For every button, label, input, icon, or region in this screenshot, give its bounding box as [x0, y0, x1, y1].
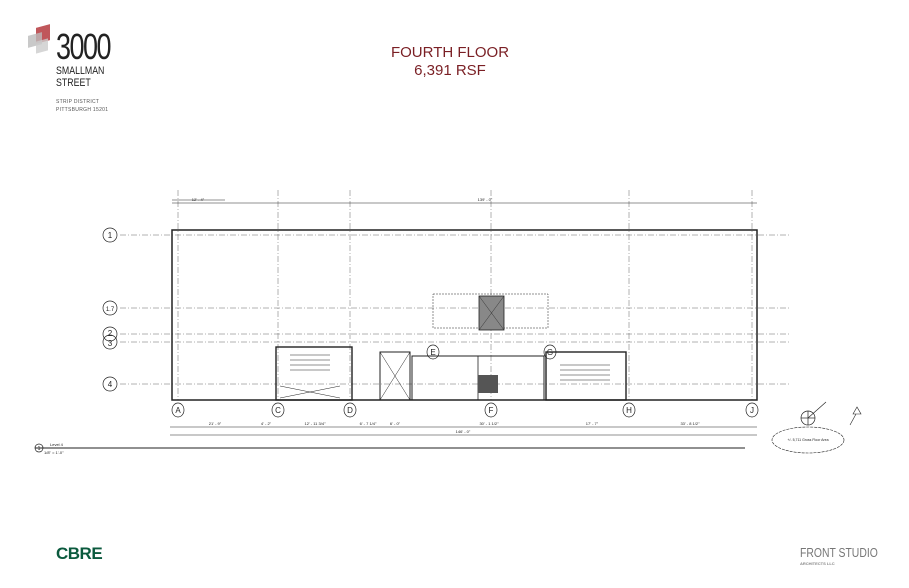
- dimension-lines: [35, 199, 757, 449]
- plan-scale: 1/8" = 1'-0": [44, 450, 64, 455]
- architect-logo-sub: ARCHITECTS LLC: [800, 561, 835, 566]
- gross-area-note: +/- 5,711 Gross Floor Area: [787, 438, 828, 442]
- grid-lines: [120, 190, 790, 400]
- dimension-label: 4' - 2": [261, 421, 272, 426]
- level-label: Level 4: [50, 442, 64, 447]
- column-label: D: [347, 406, 353, 415]
- shaft: [379, 351, 411, 401]
- dimension-label: 12' - 11 3/4": [304, 421, 326, 426]
- row-label: 3: [108, 339, 113, 348]
- row-label: 2: [108, 329, 113, 338]
- elevator-lobby: [432, 293, 549, 329]
- logo-number: 3000: [56, 26, 112, 67]
- floor-title-block: FOURTH FLOOR 6,391 RSF: [330, 44, 570, 80]
- column-label: H: [626, 406, 632, 415]
- dimension-label: 30' - 1 1/2": [479, 421, 499, 426]
- column-bubbles: [34, 227, 759, 453]
- logo-district: STRIP DISTRICT: [56, 99, 100, 105]
- dimension-label: 6' - 0": [390, 421, 401, 426]
- revision-triangle-icon: [849, 406, 862, 426]
- column-label: C: [275, 406, 281, 415]
- dimension-label: 12' - 4": [192, 197, 205, 202]
- row-label: 4: [108, 380, 113, 389]
- column-label: A: [175, 406, 181, 415]
- column-label: F: [489, 406, 494, 415]
- stair-core-west: [275, 346, 353, 401]
- dimension-label: 139' - 0": [478, 197, 493, 202]
- dimension-label: 21' - 9": [209, 421, 222, 426]
- revision-cloud: [771, 426, 845, 454]
- overall-dimension: 146' - 0": [456, 429, 471, 434]
- column-label: E: [430, 348, 435, 357]
- row-label: 1.7: [106, 307, 115, 313]
- logo-street-line1: SMALLMAN: [56, 65, 105, 77]
- stair-core-east: [545, 351, 627, 401]
- column-label: J: [750, 406, 754, 415]
- logo-city: PITTSBURGH 15201: [56, 107, 109, 113]
- architect-logo: FRONT STUDIO: [800, 545, 878, 560]
- column-label: G: [547, 348, 553, 357]
- dimension-label: 6' - 7 1/4": [360, 421, 377, 426]
- north-arrow-icon: [800, 401, 827, 426]
- dimension-label: 33' - 8 1/2": [680, 421, 700, 426]
- dimension-label: 17' - 7": [586, 421, 599, 426]
- logo-street-line2: STREET: [56, 77, 91, 89]
- cbre-logo: CBRE: [56, 544, 103, 563]
- building-outline: [171, 229, 758, 401]
- row-label: 1: [108, 231, 113, 240]
- level-number: 1: [38, 446, 41, 452]
- floor-area: 6,391 RSF: [414, 62, 486, 79]
- floor-title: FOURTH FLOOR: [390, 44, 510, 61]
